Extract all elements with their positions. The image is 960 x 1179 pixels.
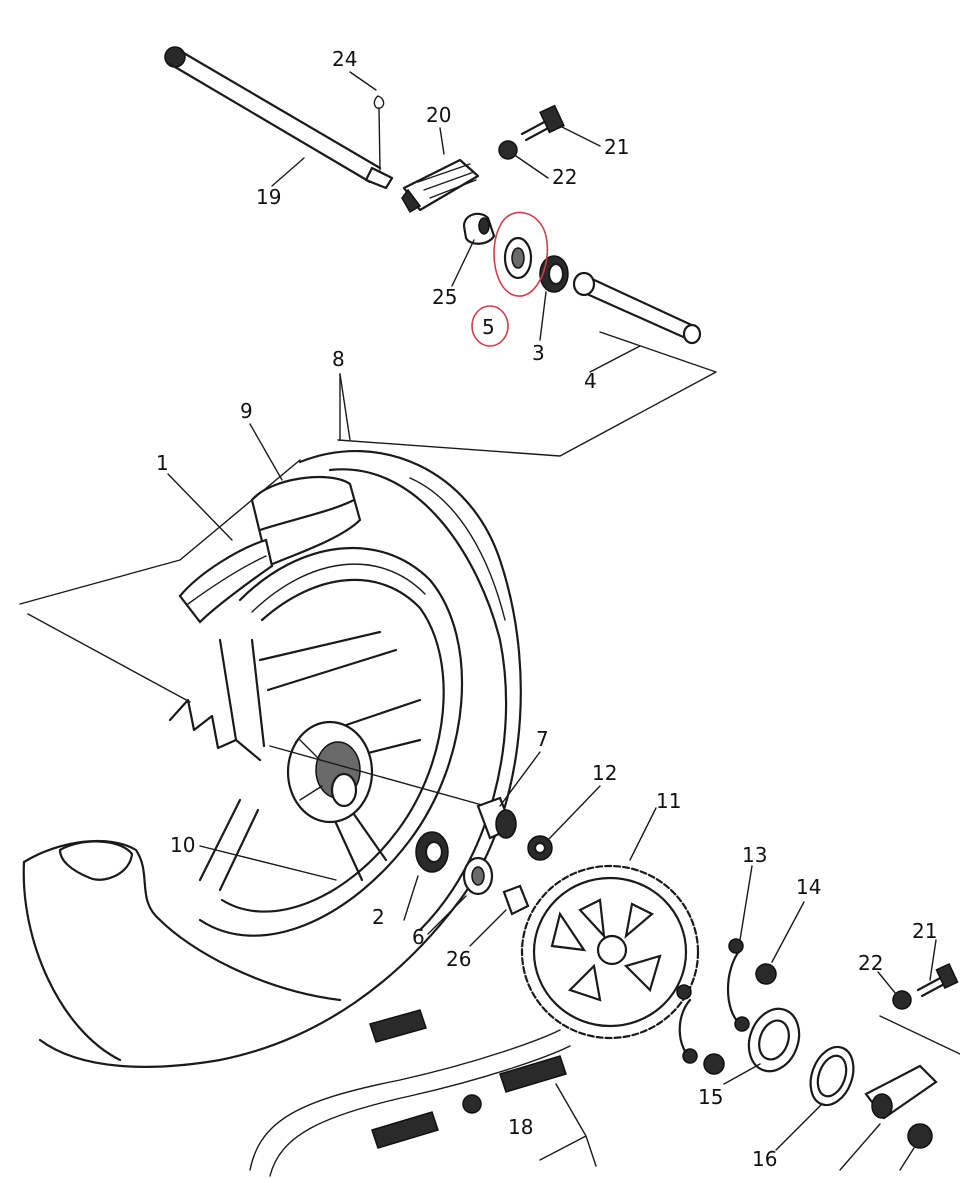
collar-25 — [462, 212, 496, 245]
cotter-pin-24 — [373, 95, 385, 171]
circlip-16 — [809, 1045, 855, 1107]
label-9: 9 — [240, 399, 253, 423]
spacer-4 — [572, 271, 702, 345]
label-22-right: 22 — [858, 951, 883, 975]
sprocket-11 — [520, 864, 700, 1040]
label-3: 3 — [532, 341, 545, 365]
nut-22-top — [498, 140, 518, 160]
part-labels: 24 19 20 21 22 25 5 3 4 8 9 1 10 7 12 11… — [156, 47, 937, 1171]
washer-15 — [747, 1007, 801, 1073]
bracket-8 — [337, 331, 717, 457]
chain-joint-18 — [369, 1009, 597, 1167]
bearing-2 — [415, 831, 449, 873]
bolt-21-right — [916, 962, 959, 998]
label-4: 4 — [584, 369, 597, 393]
label-21-right: 21 — [912, 919, 937, 943]
label-15: 15 — [698, 1085, 723, 1109]
label-19: 19 — [256, 185, 281, 209]
label-5: 5 — [482, 315, 495, 339]
rim-tape-9 — [250, 475, 362, 568]
leader-lines — [167, 71, 937, 1171]
label-2: 2 — [372, 905, 385, 929]
highlight-marks — [471, 211, 549, 347]
axle-19 — [164, 46, 394, 190]
spacer-26 — [502, 884, 530, 916]
label-12: 12 — [592, 761, 617, 785]
label-26: 26 — [446, 947, 471, 971]
label-11: 11 — [656, 789, 681, 813]
drive-chain — [249, 1029, 571, 1177]
label-8: 8 — [332, 347, 345, 371]
seal-6 — [462, 856, 494, 896]
label-6: 6 — [412, 925, 425, 949]
label-16: 16 — [752, 1147, 777, 1171]
label-25: 25 — [432, 285, 457, 309]
label-14: 14 — [796, 875, 821, 899]
label-21-top: 21 — [604, 135, 629, 159]
tube-1 — [178, 538, 274, 624]
leader-4 — [589, 345, 641, 373]
nut-14 — [703, 963, 777, 1075]
label-20: 20 — [426, 103, 451, 127]
label-7: 7 — [536, 727, 549, 751]
label-22-top: 22 — [552, 165, 577, 189]
bolts-13 — [676, 938, 750, 1064]
seal-5 — [503, 236, 533, 280]
wheel-rim — [198, 546, 464, 937]
nut-22-right — [892, 990, 912, 1010]
bracket-right — [879, 1015, 960, 1055]
bolt-21-top — [520, 104, 565, 142]
nut-12 — [527, 835, 553, 861]
bearing-3 — [539, 255, 569, 293]
label-1: 1 — [156, 451, 169, 475]
label-18: 18 — [508, 1115, 533, 1139]
tire-section — [22, 839, 342, 1062]
label-24: 24 — [332, 47, 357, 71]
axle-line — [269, 745, 501, 811]
label-10: 10 — [170, 833, 195, 857]
wheel-hub — [286, 720, 374, 824]
adjuster-right — [864, 1064, 938, 1149]
collar-7 — [476, 796, 517, 840]
adjuster-20 — [401, 158, 480, 214]
label-13: 13 — [742, 843, 767, 867]
